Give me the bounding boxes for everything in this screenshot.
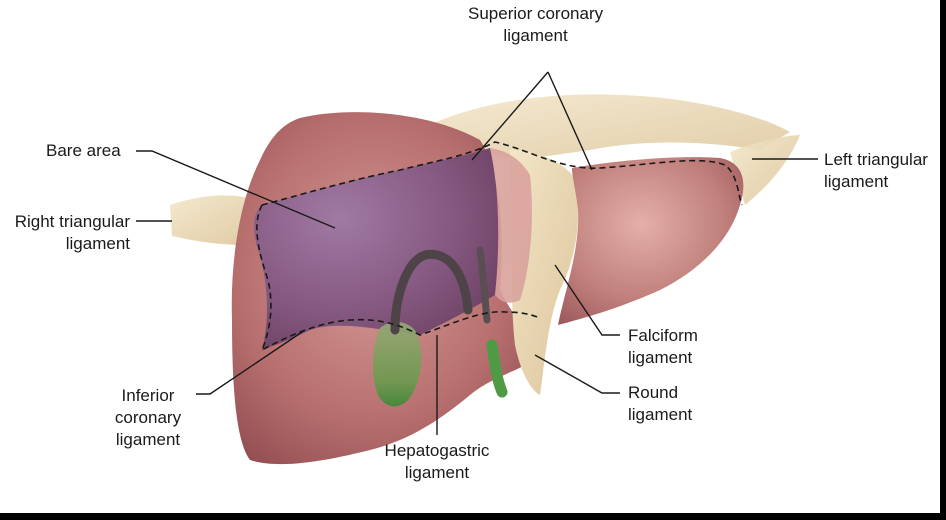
- gallbladder: [372, 321, 422, 407]
- coronary-dashed-outline: [261, 141, 743, 206]
- cystic-duct: [390, 249, 473, 335]
- label-line: Right triangular: [14, 212, 130, 231]
- label-superior-coronary-ligament: Superior coronary ligament: [468, 3, 603, 47]
- label-round-ligament: Round ligament: [628, 382, 692, 426]
- label-falciform-ligament: Falciform ligament: [628, 325, 698, 369]
- label-line: Round: [628, 383, 679, 402]
- label-line: Inferior: [121, 386, 175, 405]
- label-line: ligament: [824, 172, 889, 191]
- round-ligament-vessel: [486, 339, 508, 398]
- right-triangular-fibers: [170, 195, 255, 245]
- label-right-triangular-ligament: Right triangular ligament: [0, 211, 130, 255]
- leader-inferior-coronary: [196, 329, 306, 395]
- inferior-dashed-outline: [256, 204, 541, 352]
- leader-superior-coronary-b: [547, 71, 593, 171]
- label-bare-area: Bare area: [46, 140, 121, 162]
- label-left-triangular-ligament: Left triangular ligament: [824, 149, 928, 193]
- label-line: ligament: [115, 430, 181, 449]
- bare-area-region: [253, 148, 499, 350]
- leader-falciform: [554, 264, 620, 336]
- diaphragm-fibers: [410, 94, 790, 160]
- label-line: ligament: [503, 26, 568, 45]
- label-line: ligament: [628, 348, 693, 367]
- leader-round: [534, 354, 620, 394]
- label-line: Bare area: [46, 141, 121, 160]
- label-inferior-coronary-ligament: Inferior coronary ligament: [104, 385, 192, 451]
- hepatic-duct: [476, 246, 491, 324]
- leader-lines: [136, 71, 818, 435]
- label-line: ligament: [628, 405, 693, 424]
- label-line: Left triangular: [824, 150, 928, 169]
- label-line: Hepatogastric: [384, 441, 490, 460]
- label-hepatogastric-ligament: Hepatogastric ligament: [372, 440, 502, 484]
- leader-superior-coronary-a: [471, 71, 549, 161]
- label-line: Superior coronary: [468, 4, 604, 23]
- left-triangular-fibers: [730, 135, 800, 205]
- label-line: ligament: [65, 234, 130, 253]
- caudate-region: [490, 148, 532, 303]
- left-lobe: [558, 157, 744, 325]
- leader-bare-area: [136, 150, 336, 229]
- label-line: Falciform: [628, 326, 698, 345]
- label-line: coronary: [114, 408, 182, 427]
- label-line: ligament: [404, 463, 470, 482]
